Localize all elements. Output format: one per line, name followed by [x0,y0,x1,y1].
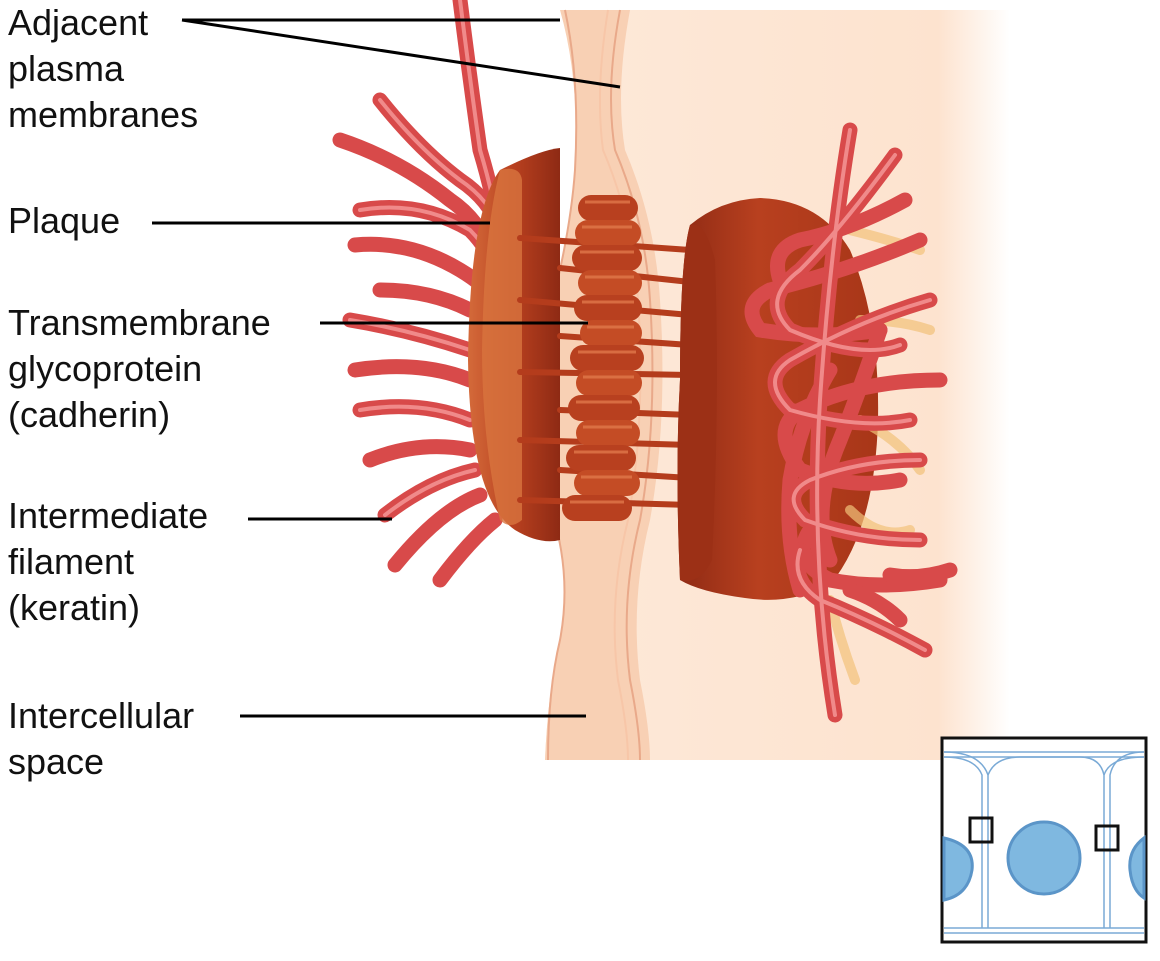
inset-cells-diagram [940,736,1148,944]
cadherin-bundle [562,195,644,521]
inset-marker-right [1094,824,1120,852]
label-transmembrane-glycoprotein: Transmembrane glycoprotein (cadherin) [8,302,271,435]
inset-nucleus-center [1006,820,1082,896]
label-plaque: Plaque [8,200,121,241]
right-filaments [744,122,958,723]
inset-nucleus-right [1128,834,1146,901]
leader-adjacent-2 [181,18,621,89]
label-intermediate-filament: Intermediate filament (keratin) [8,495,209,628]
label-adjacent-plasma-membranes: Adjacent plasma membranes [8,2,199,135]
inset-marker-left [968,816,994,844]
left-filaments [332,0,508,588]
leader-lines [152,18,621,718]
label-intercellular-space: Intercellular space [8,695,195,782]
inset-nucleus-left [942,836,974,902]
